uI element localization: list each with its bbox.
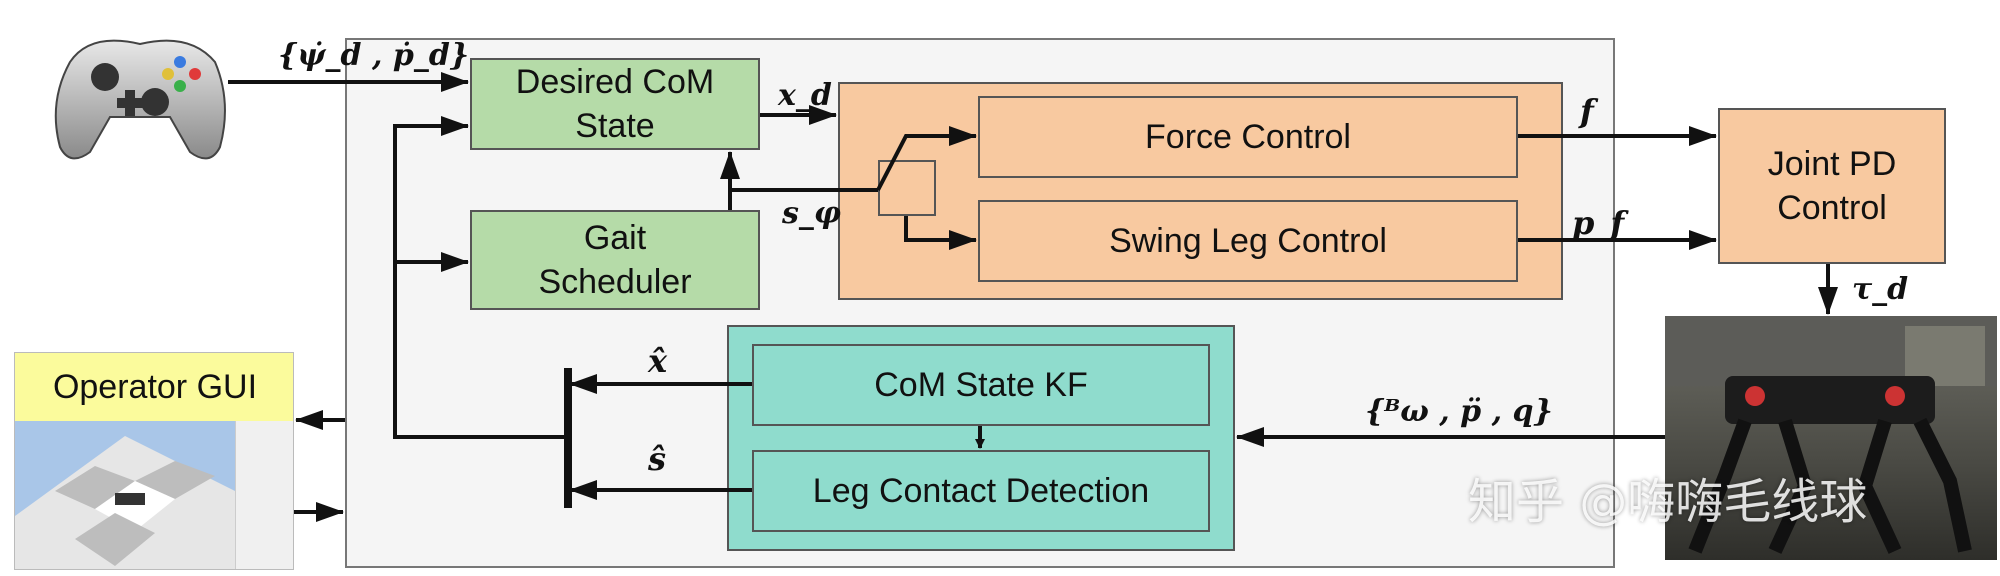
gait-scheduler-label: Gait Scheduler	[538, 219, 692, 301]
pf-signal-label: p_f	[1572, 204, 1625, 242]
tau-signal-label: τ_d	[1852, 272, 1909, 307]
shat-signal-label: ŝ	[648, 440, 667, 478]
force-control-block: Force Control	[978, 96, 1518, 178]
gamepad-icon	[54, 39, 226, 160]
desired-com-state-block: Desired CoM State	[470, 58, 760, 150]
operator-gui-header: Operator GUI	[15, 353, 293, 421]
sphi-signal-label: s_φ	[782, 196, 842, 231]
joint-pd-control-block: Joint PD Control	[1718, 108, 1946, 264]
desired-com-state-label: Desired CoM State	[515, 63, 715, 145]
gui-controls-panel	[235, 421, 293, 569]
simulation-view	[15, 421, 235, 569]
quadruped-robot-icon	[1665, 316, 1997, 554]
operator-gui-window: Operator GUI	[14, 352, 294, 570]
com-state-kf-label: CoM State KF	[874, 366, 1088, 404]
force-control-label: Force Control	[1145, 118, 1351, 156]
gait-scheduler-block: Gait Scheduler	[470, 210, 760, 310]
robot-photo	[1665, 316, 1997, 560]
xhat-signal-label: x̂	[648, 342, 668, 380]
swing-leg-control-block: Swing Leg Control	[978, 200, 1518, 282]
joint-pd-control-label: Joint PD Control	[1767, 145, 1897, 227]
swing-leg-control-label: Swing Leg Control	[1109, 222, 1387, 260]
com-state-kf-block: CoM State KF	[752, 344, 1210, 426]
watermark-text: 知乎 @嗨嗨毛线球	[1468, 474, 1868, 530]
xd-signal-label: x_d	[778, 78, 832, 113]
f-signal-label: f	[1580, 92, 1594, 130]
command-signal-label: {ψ̇_d , ṗ_d}	[278, 38, 470, 73]
leg-contact-detection-label: Leg Contact Detection	[812, 472, 1150, 510]
operator-gui-label: Operator GUI	[52, 367, 258, 406]
leg-contact-detection-block: Leg Contact Detection	[752, 450, 1210, 532]
sensor-signal-label: {ᴮω , p̈ , q}	[1365, 394, 1553, 429]
